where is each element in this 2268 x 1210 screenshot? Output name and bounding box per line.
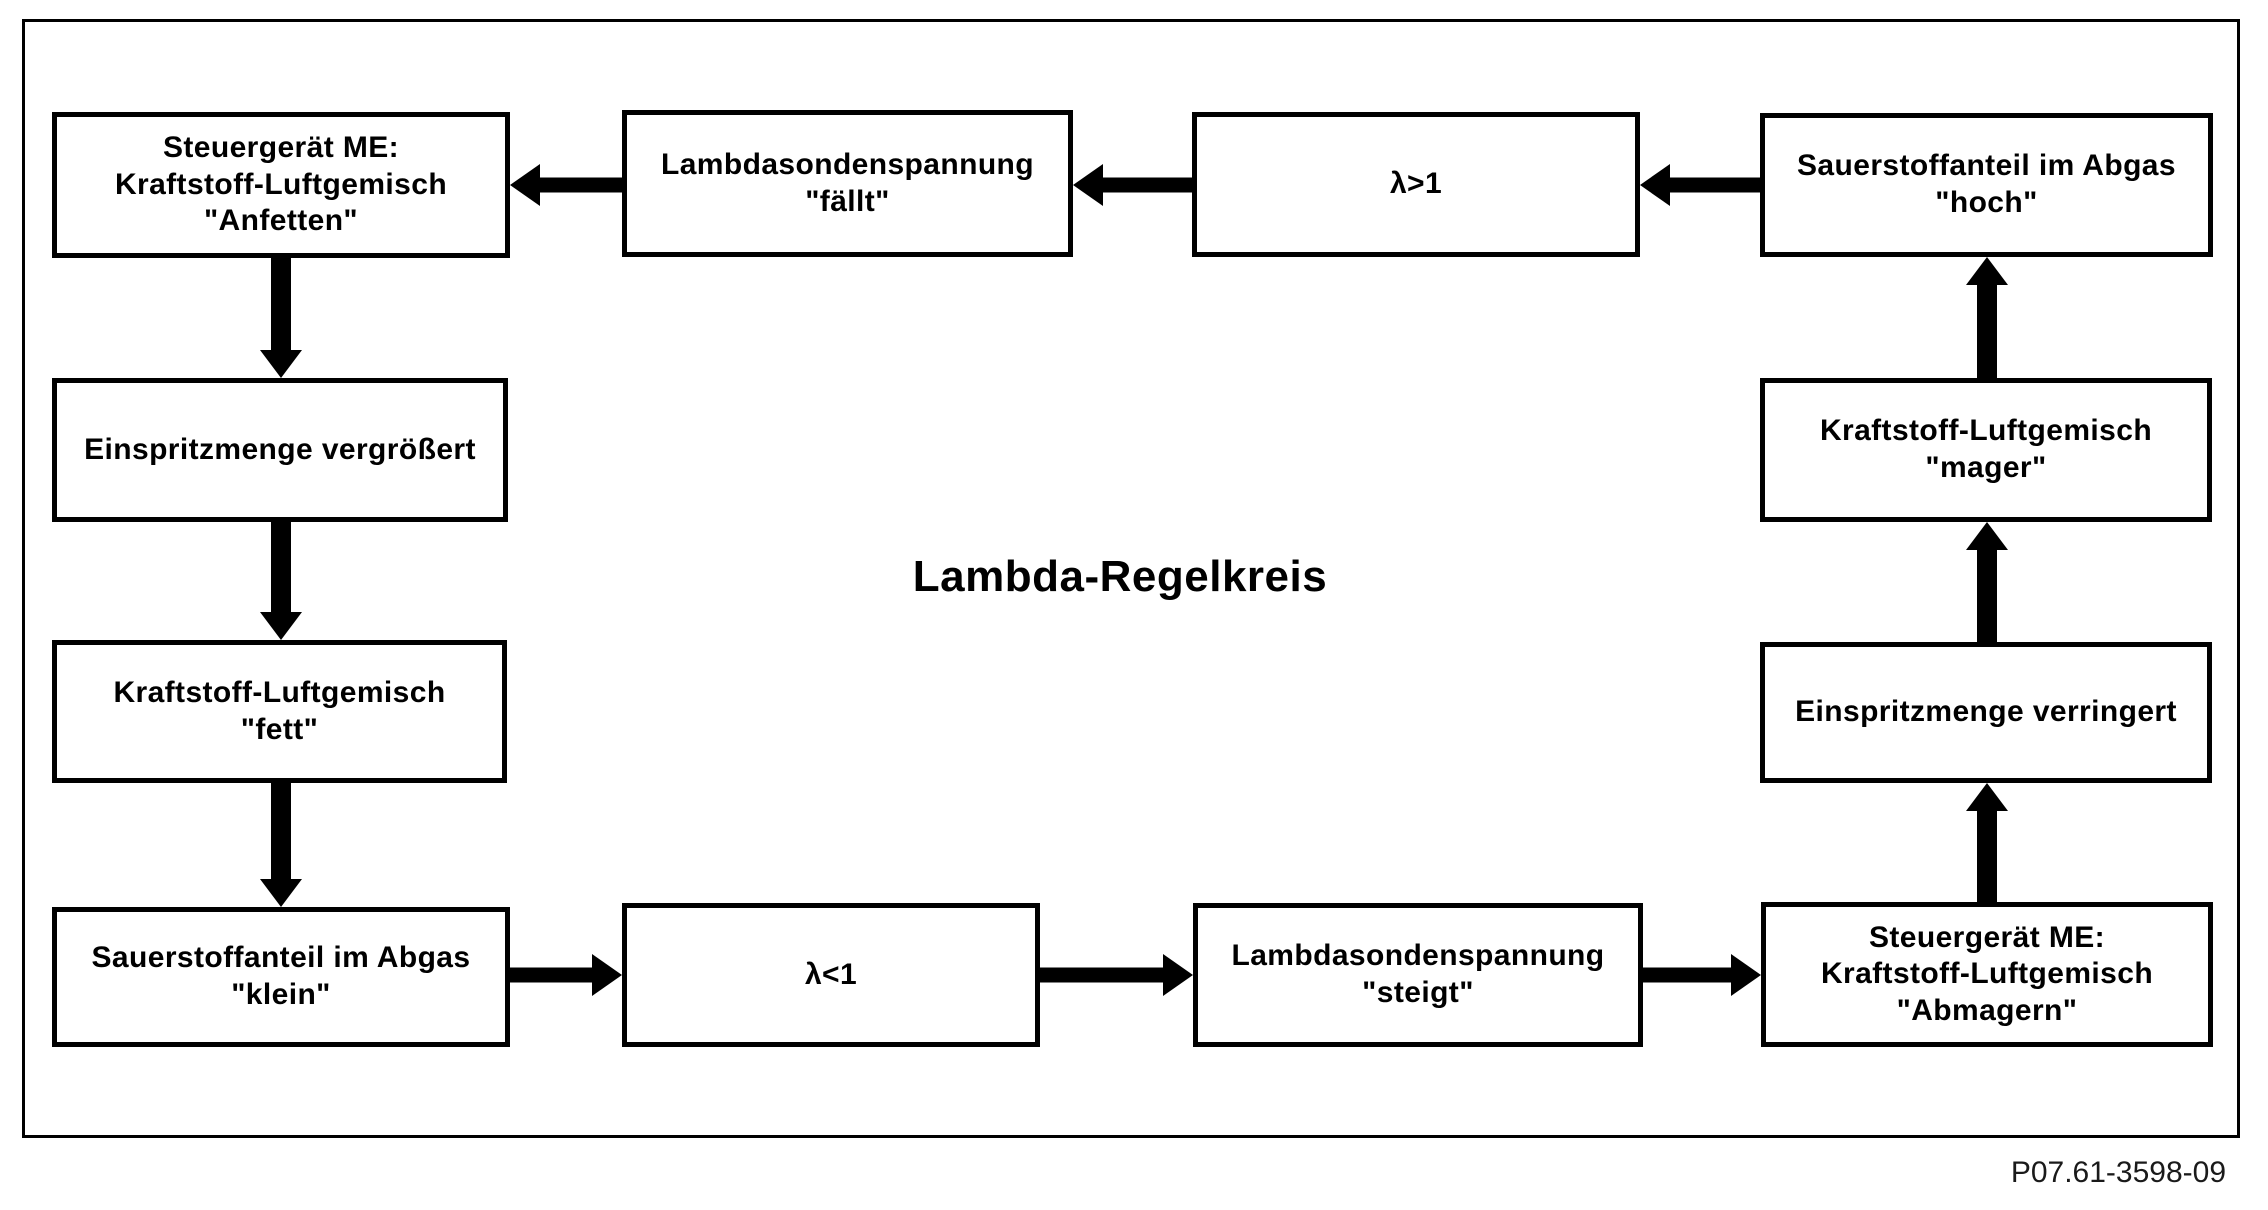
arrow-left-icon	[510, 163, 622, 207]
figure-code: P07.61-3598-09	[2010, 1156, 2226, 1189]
arrow-left-icon	[1640, 163, 1760, 207]
box-sauerstoffanteil-hoch: Sauerstoffanteil im Abgas "hoch"	[1760, 113, 2213, 257]
box-sauerstoffanteil-klein: Sauerstoffanteil im Abgas "klein"	[52, 907, 510, 1047]
arrow-left-icon	[1073, 163, 1192, 207]
diagram-title: Lambda-Regelkreis	[912, 552, 1328, 601]
box-lambda-kleiner-1: λ<1	[622, 903, 1040, 1047]
box-lambda-groesser-1: λ>1	[1192, 112, 1640, 257]
arrow-down-icon	[259, 781, 303, 907]
box-kraftstoff-mager: Kraftstoff-Luftgemisch "mager"	[1760, 378, 2212, 522]
box-einspritzmenge-vergroessert: Einspritzmenge vergrößert	[52, 378, 508, 522]
box-einspritzmenge-verringert: Einspritzmenge verringert	[1760, 642, 2212, 783]
arrow-right-icon	[1040, 953, 1193, 997]
arrow-down-icon	[259, 520, 303, 640]
arrow-right-icon	[510, 953, 622, 997]
arrow-right-icon	[1643, 953, 1761, 997]
arrow-up-icon	[1965, 783, 2009, 902]
arrow-up-icon	[1965, 257, 2009, 378]
box-kraftstoff-fett: Kraftstoff-Luftgemisch "fett"	[52, 640, 507, 783]
box-steuergeraet-anfetten: Steuergerät ME: Kraftstoff-Luftgemisch "…	[52, 112, 510, 258]
box-lambdasondenspannung-steigt: Lambdasondenspannung "steigt"	[1193, 903, 1643, 1047]
arrow-up-icon	[1965, 522, 2009, 642]
arrow-down-icon	[259, 256, 303, 378]
box-steuergeraet-abmagern: Steuergerät ME: Kraftstoff-Luftgemisch "…	[1761, 902, 2213, 1047]
box-lambdasondenspannung-faellt: Lambdasondenspannung "fällt"	[622, 110, 1073, 257]
